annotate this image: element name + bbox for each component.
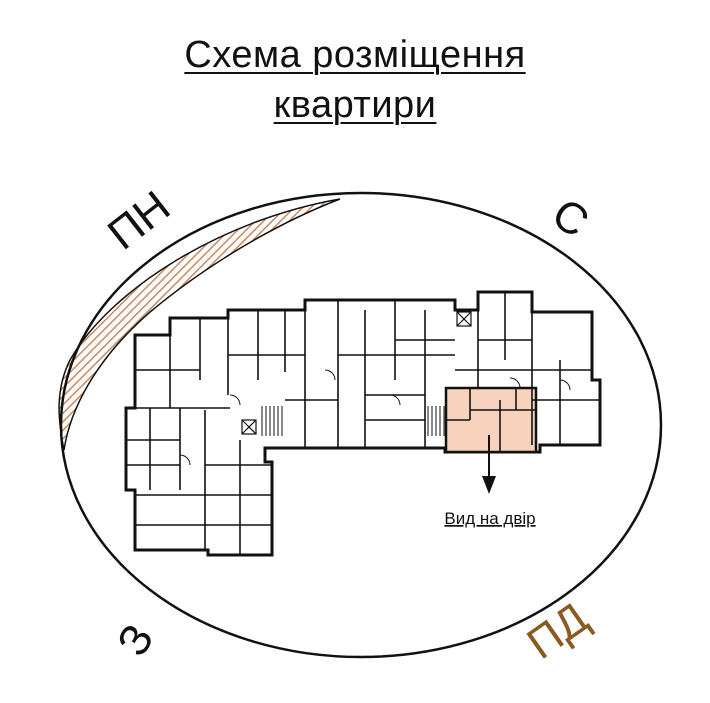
compass-label-southeast: ПД <box>518 593 596 668</box>
scheme-title: Схема розміщення квартири <box>0 30 710 130</box>
orientation-ellipse <box>59 191 663 659</box>
compass-label-west: З <box>108 616 164 665</box>
view-label: Вид на двір <box>444 509 535 528</box>
stairwell-right <box>427 406 445 436</box>
stairwell-left <box>261 406 283 436</box>
elevator-shaft-left <box>241 419 257 435</box>
arrow-down-icon <box>482 435 496 494</box>
title-line-2: квартири <box>273 84 437 126</box>
compass-label-north: С <box>543 189 597 247</box>
door-swings <box>179 369 571 466</box>
interior-walls <box>126 292 600 555</box>
title-line-1: Схема розміщення <box>184 34 526 76</box>
sun-exposure-arc <box>58 198 341 451</box>
elevator-shaft-right <box>456 311 472 327</box>
